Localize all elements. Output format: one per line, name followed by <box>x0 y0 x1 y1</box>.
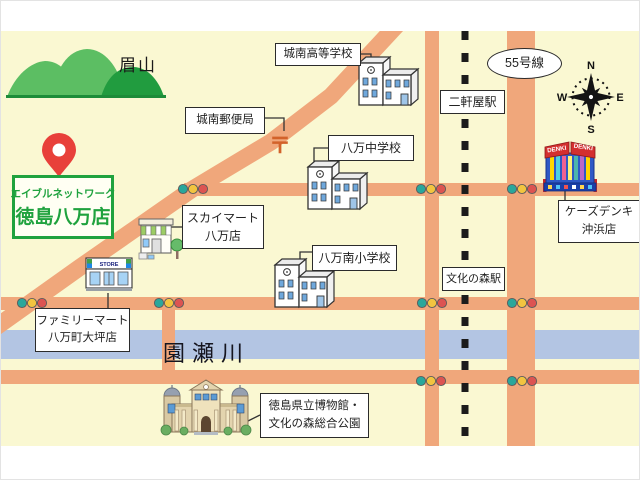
mount-bizan <box>6 49 166 98</box>
road-h3 <box>1 370 639 384</box>
museum-text-line1: 徳島県立博物館・ <box>268 400 361 413</box>
hachiman-junior-high-text: 八万中学校 <box>340 141 401 155</box>
compass-rose-icon: N S E W <box>557 60 624 136</box>
able-network-store-card: エイブルネットワーク 徳島八万店 <box>10 175 116 239</box>
family-mart-text-line2: 八万町大坪店 <box>48 332 117 344</box>
store-sign-text: STORE <box>100 262 119 268</box>
bunkanomori-station-label: 文化の森駅 <box>442 267 505 291</box>
family-mart-text-line1: ファミリーマート <box>36 314 129 327</box>
museum-text-line2: 文化の森総合公園 <box>268 417 361 430</box>
hachiman-minami-elementary-label: 八万南小学校 <box>312 245 397 271</box>
sky-mart-label: スカイマート 八万店 <box>182 205 264 249</box>
compass-s: S <box>587 124 594 136</box>
family-mart-store-icon: STORE <box>85 257 133 291</box>
able-network-store-name: 徳島八万店 <box>15 206 111 228</box>
museum-building-icon <box>160 379 252 436</box>
sky-mart-text-line2: 八万店 <box>204 229 241 243</box>
hachiman-minami-elementary-text: 八万南小学校 <box>318 251 391 265</box>
compass-n: N <box>587 60 595 72</box>
sonose-river-label: 園瀬川 <box>163 341 251 366</box>
ks-denki-text-line2: 沖浜店 <box>581 223 617 236</box>
family-mart-label: ファミリーマート 八万町大坪店 <box>35 308 130 352</box>
sky-mart-text-line1: スカイマート <box>186 211 259 225</box>
denki-sign-text-right: DENKI <box>573 143 593 153</box>
mount-bizan-label: 眉山 <box>119 56 157 75</box>
jonan-high-school-label: 城南高等学校 <box>275 43 361 66</box>
compass-e: E <box>616 92 623 104</box>
location-pin-icon <box>42 133 76 177</box>
sky-mart-store-icon <box>138 218 184 260</box>
route-55-label: 55号線 <box>487 48 562 79</box>
diagonal-road <box>1 31 404 335</box>
denki-sign-text-left: DENKI <box>547 145 567 155</box>
hachiman-junior-high-label: 八万中学校 <box>328 135 414 161</box>
ks-denki-label: ケーズデンキ 沖浜店 <box>558 200 639 243</box>
post-office-mark-icon: 〒 <box>269 133 292 158</box>
compass-w: W <box>557 92 568 104</box>
nikenya-station-text: 二軒屋駅 <box>448 95 497 109</box>
road-v2 <box>162 297 175 384</box>
bunkanomori-station-text: 文化の森駅 <box>446 272 501 285</box>
route-55-text: 55号線 <box>505 56 544 71</box>
ks-denki-text-line1: ケーズデンキ <box>564 206 634 219</box>
jonan-high-school-text: 城南高等学校 <box>283 47 353 60</box>
nikenya-station-label: 二軒屋駅 <box>440 90 505 114</box>
able-network-brand: エイブルネットワーク <box>10 187 116 200</box>
museum-label: 徳島県立博物館・ 文化の森総合公園 <box>260 393 369 438</box>
jonan-post-office-label: 城南郵便局 <box>185 107 265 134</box>
road-v1 <box>425 31 439 446</box>
jonan-post-office-text: 城南郵便局 <box>196 113 254 126</box>
ks-denki-store-icon: DENKI DENKI <box>543 141 597 192</box>
